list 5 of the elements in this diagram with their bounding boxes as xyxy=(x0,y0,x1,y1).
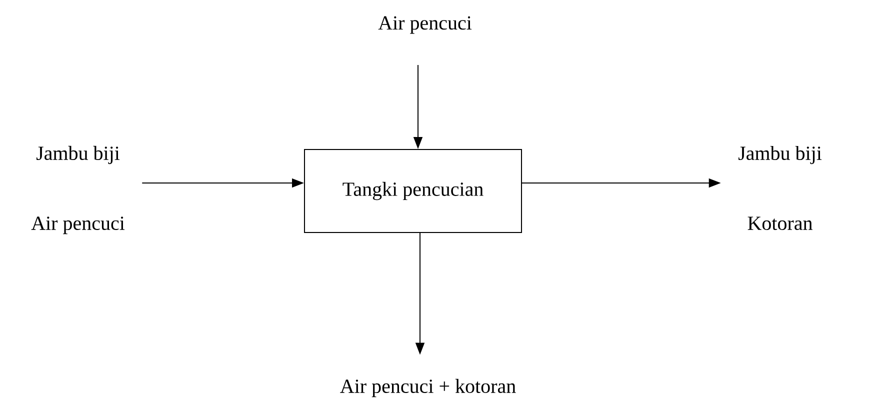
process-box: Tangki pencucian xyxy=(304,149,522,233)
stream-label: Air pencuci + kotoran xyxy=(340,378,516,398)
stream-label: Jambu biji Kotoran xyxy=(738,146,822,230)
stream-label: Jambu biji Air pencuci xyxy=(31,146,125,234)
stream-label: Air pencuci xyxy=(378,16,472,34)
